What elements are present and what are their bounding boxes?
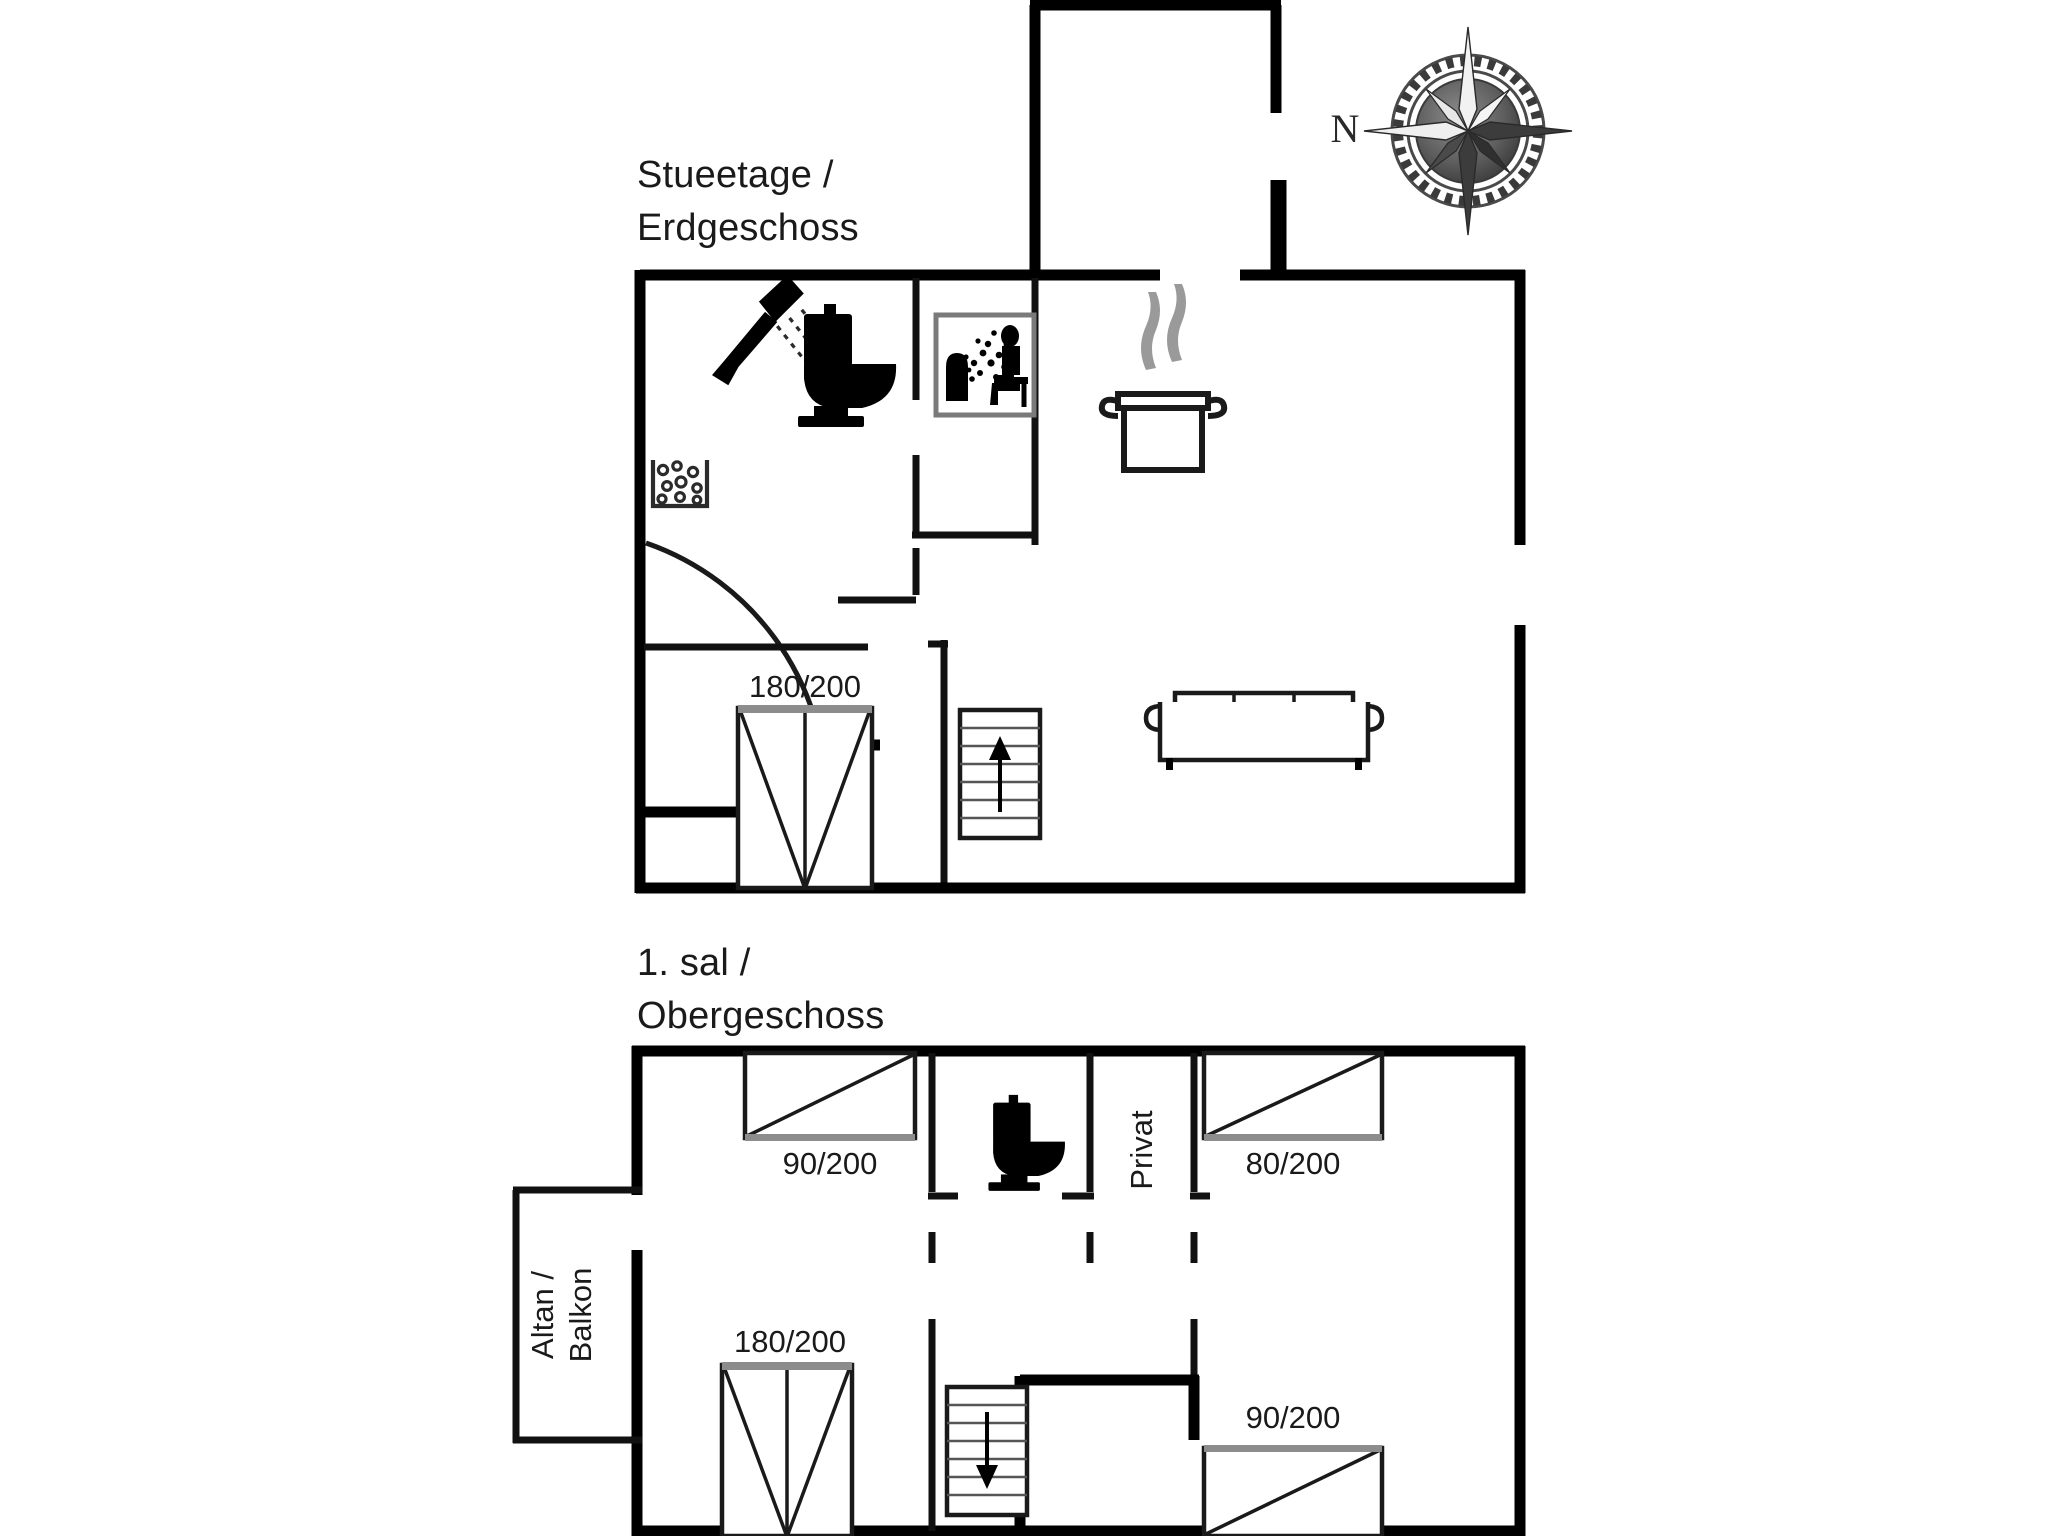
bed-dimension-tr: 80/200 bbox=[1246, 1146, 1341, 1181]
compass-rose-icon: N bbox=[1331, 26, 1573, 236]
bed-dimension-tl: 90/200 bbox=[783, 1146, 878, 1181]
ground-floor-walls bbox=[634, 0, 1526, 818]
bed-dimension-br: 90/200 bbox=[1246, 1400, 1341, 1435]
single-bed-bottom-right bbox=[1201, 1445, 1385, 1536]
bed-dimension-ground-double: 180/200 bbox=[749, 669, 861, 704]
sofa-icon bbox=[1143, 690, 1385, 770]
bed-dimension-first-double: 180/200 bbox=[734, 1324, 846, 1359]
toilet-icon bbox=[988, 1094, 1065, 1191]
whirlpool-icon bbox=[650, 460, 710, 509]
double-bed-first-floor bbox=[719, 1362, 855, 1536]
balcony-label-line2: Balkon bbox=[563, 1268, 598, 1363]
single-bed-top-left bbox=[742, 1050, 918, 1141]
double-bed bbox=[735, 705, 875, 891]
ground-floor-title-line2: Erdgeschoss bbox=[637, 207, 859, 249]
toilet-icon bbox=[798, 304, 897, 427]
compass-north-label: N bbox=[1331, 106, 1360, 151]
single-bed-top-right bbox=[1201, 1050, 1385, 1141]
first-floor-title-line1: 1. sal / bbox=[637, 942, 751, 984]
private-room-label: Privat bbox=[1124, 1110, 1159, 1190]
ground-floor-title-line1: Stueetage / bbox=[637, 154, 834, 196]
cooking-pot-icon bbox=[1098, 284, 1228, 473]
first-floor-title-line2: Obergeschoss bbox=[637, 995, 884, 1037]
balcony-label-line1: Altan / bbox=[525, 1271, 560, 1359]
stairs-up-icon bbox=[957, 707, 1043, 841]
stairs-down-icon bbox=[944, 1384, 1030, 1518]
sauna-icon bbox=[933, 312, 1037, 418]
shower-icon bbox=[712, 275, 844, 386]
